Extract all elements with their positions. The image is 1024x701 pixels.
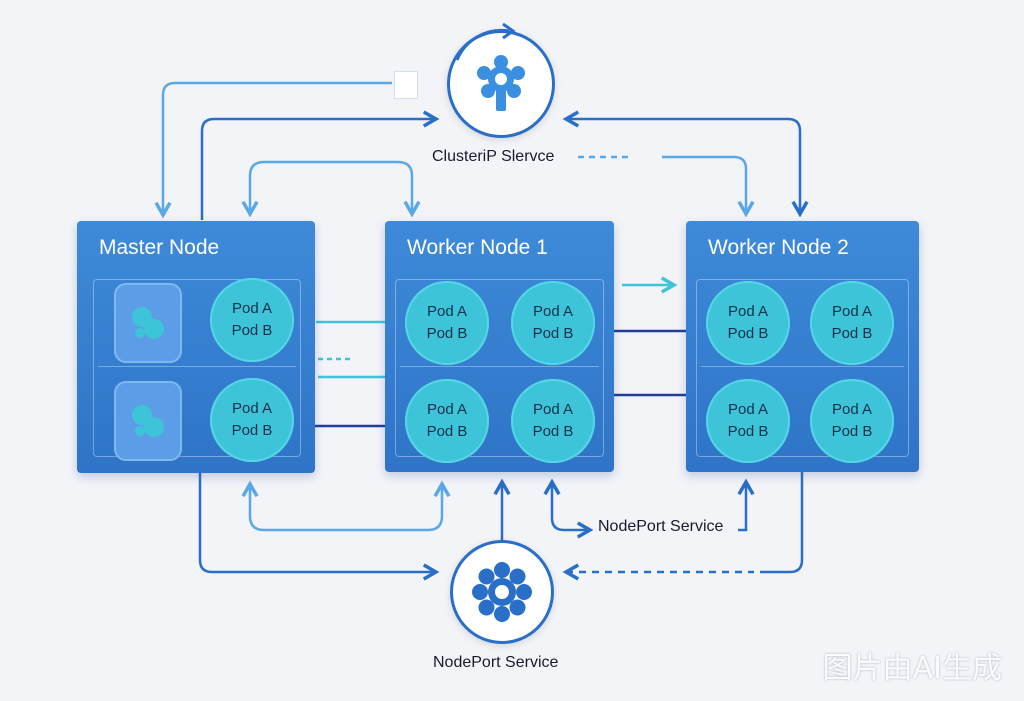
pod-label-a: Pod A (231, 400, 273, 417)
worker1-pod-2[interactable]: Pod A Pod B (511, 281, 595, 365)
nodeport-service-label: NodePort Service (433, 654, 559, 671)
divider (701, 366, 904, 367)
edge-master-to-nodeport (198, 468, 436, 572)
container-icon[interactable] (114, 283, 182, 363)
worker1-pod-3[interactable]: Pod A Pod B (405, 379, 489, 463)
worker-node-1[interactable]: Worker Node 1 Pod A Pod B Pod A Pod B Po… (385, 221, 614, 472)
pod-label-a: Pod A (426, 303, 468, 320)
edge-master-to-clusterip (200, 119, 436, 220)
edge-master-worker1-loop (250, 160, 412, 214)
pod-label-b: Pod B (727, 325, 769, 342)
pod-label-b: Pod B (231, 322, 273, 339)
pod-label-b: Pod B (426, 423, 468, 440)
edge-clusterip-to-worker2-light (662, 155, 746, 214)
nodeport-service-icon[interactable] (450, 540, 554, 644)
refresh-arrow-icon (455, 22, 516, 61)
clusterip-service-label: ClusteriP Slervce (432, 148, 555, 165)
pod-label-a: Pod A (231, 300, 273, 317)
worker2-pod-3[interactable]: Pod A Pod B (706, 379, 790, 463)
pod-label-b: Pod B (831, 325, 873, 342)
worker2-pod-1[interactable]: Pod A Pod B (706, 281, 790, 365)
pod-label-a: Pod A (727, 303, 769, 320)
container-icon[interactable] (114, 381, 182, 461)
pod-label-b: Pod B (532, 423, 574, 440)
edge-master-worker1-bottom-loop (250, 484, 442, 532)
worker-node-2-pod-group (696, 279, 909, 457)
edge-worker2-down (760, 470, 804, 574)
worker2-pod-4[interactable]: Pod A Pod B (810, 379, 894, 463)
edge-clusterip-to-worker2 (566, 119, 800, 214)
pod-label-a: Pod A (831, 303, 873, 320)
worker-node-1-pod-group (395, 279, 604, 457)
pod-label-a: Pod A (831, 401, 873, 418)
master-node[interactable]: Master Node Pod A Pod B Pod A Pod B (77, 221, 315, 473)
worker-node-2[interactable]: Worker Node 2 Pod A Pod B Pod A Pod B Po… (686, 221, 919, 472)
container-icon (132, 307, 164, 339)
edge-master-to-tag (163, 81, 392, 215)
clusterip-service-icon[interactable] (447, 30, 555, 138)
worker1-pod-1[interactable]: Pod A Pod B (405, 281, 489, 365)
worker2-pod-2[interactable]: Pod A Pod B (810, 281, 894, 365)
divider (98, 366, 296, 367)
pod-label-a: Pod A (532, 401, 574, 418)
pod-label-a: Pod A (727, 401, 769, 418)
worker-node-1-title: Worker Node 1 (407, 236, 548, 259)
divider (400, 366, 599, 367)
edge-worker1-to-nodeport-label (552, 482, 590, 530)
pod-label-b: Pod B (231, 422, 273, 439)
pod-label-b: Pod B (426, 325, 468, 342)
master-pod-1[interactable]: Pod A Pod B (210, 278, 294, 362)
edge-nodeport-label-to-worker2 (738, 482, 746, 532)
pod-label-a: Pod A (426, 401, 468, 418)
worker1-pod-4[interactable]: Pod A Pod B (511, 379, 595, 463)
master-node-pod-group (93, 279, 301, 457)
pod-label-b: Pod B (532, 325, 574, 342)
gear-icon (477, 55, 525, 111)
config-tag-icon (394, 71, 418, 99)
master-pod-2[interactable]: Pod A Pod B (210, 378, 294, 462)
watermark: 图片由AI生成 (822, 651, 1002, 686)
worker-node-2-title: Worker Node 2 (708, 236, 849, 259)
pod-label-a: Pod A (532, 303, 574, 320)
pod-label-b: Pod B (831, 423, 873, 440)
nodeport-service-side-label: NodePort Service (598, 518, 724, 535)
pod-label-b: Pod B (727, 423, 769, 440)
master-node-title: Master Node (99, 236, 220, 259)
gear-icon (472, 562, 532, 622)
container-icon (132, 405, 164, 437)
